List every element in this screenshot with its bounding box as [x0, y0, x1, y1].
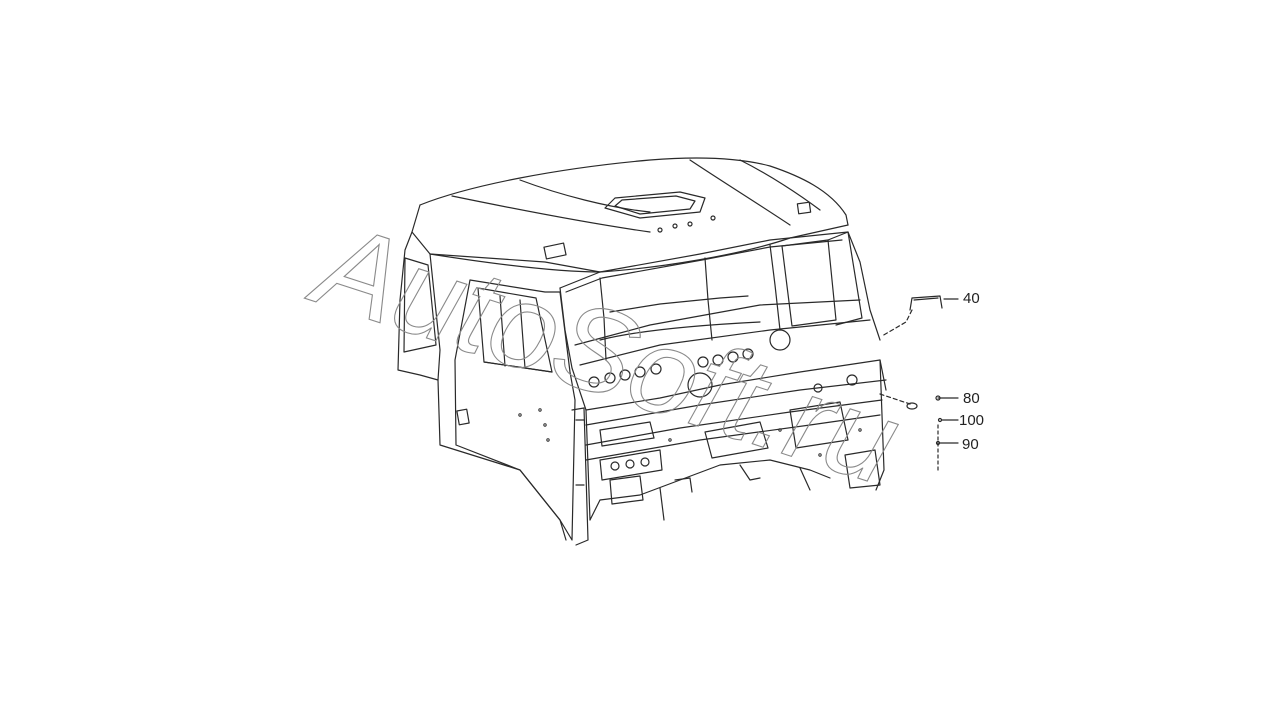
part-90 [935, 424, 959, 471]
part-80 [879, 393, 959, 410]
callout-80: 80 [963, 390, 980, 407]
cab-door [454, 279, 576, 541]
cab-roof [411, 157, 849, 273]
watermark-text: AutoSoft.ru [296, 195, 914, 510]
callout-40: 40 [963, 290, 980, 307]
roof-hatch [604, 191, 706, 219]
callout-100: 100 [959, 412, 985, 429]
cab-left-side [397, 231, 589, 546]
windshield-frame [559, 231, 881, 411]
part-100 [937, 417, 959, 423]
cab-front-panel [585, 359, 887, 521]
callout-90: 90 [962, 436, 979, 453]
part-40-handle [881, 295, 959, 337]
rivets [518, 408, 862, 457]
watermark: AutoSoft.ru [296, 195, 915, 511]
